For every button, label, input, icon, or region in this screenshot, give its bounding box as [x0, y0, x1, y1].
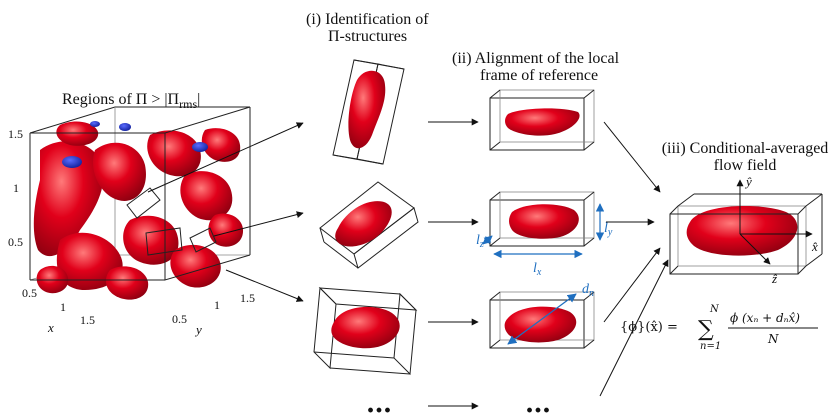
step2-line2: frame of reference — [480, 67, 599, 84]
z-tick: 1 — [13, 181, 19, 195]
step2-title: (ii) Alignment of the local frame of ref… — [452, 50, 619, 84]
sum-upper-limit: N — [709, 304, 720, 315]
structure-blob — [335, 201, 392, 247]
formula-lhs: {ϕ}(x̂) = — [620, 320, 678, 335]
step1-line1: (i) Identification of — [306, 11, 429, 28]
structure-blob — [56, 121, 99, 146]
x-axis-label: x — [47, 320, 54, 335]
lx-label: lx — [533, 261, 542, 278]
negative-structure — [119, 123, 131, 131]
selection-box — [126, 187, 161, 219]
step1-title: (i) Identification of Π-structures — [306, 11, 429, 45]
lz-label: lz — [476, 233, 484, 250]
structure-blob — [170, 244, 221, 288]
x-hat-label: x̂ — [811, 239, 818, 254]
sum-lower-limit: n=1 — [700, 341, 721, 352]
formula-denominator: N — [767, 332, 779, 346]
aligned-box-2: lx ly lz — [476, 191, 613, 278]
ellipsis-right: … — [525, 389, 551, 418]
y-axis-label: y — [194, 322, 202, 337]
averaged-structure — [686, 206, 798, 256]
averaging-formula: {ϕ}(x̂) = N ∑ n=1 ϕ (xₙ + dₙx̂) N — [620, 304, 818, 352]
sum-symbol: ∑ — [698, 317, 714, 342]
extraction-arrow — [147, 122, 304, 193]
structure-2-box — [319, 181, 419, 269]
selection-box — [189, 227, 217, 253]
structure-1-box — [332, 59, 405, 165]
y-hat-label: ŷ — [744, 174, 752, 189]
ly-label: ly — [604, 221, 613, 238]
step1-line2: Π-structures — [328, 28, 408, 45]
averaging-arrow — [603, 247, 661, 323]
y-tick: 1 — [214, 298, 220, 312]
formula-numerator: ϕ (xₙ + dₙx̂) — [730, 311, 800, 325]
domain-cube: 1.5 1 0.5 0.5 1 1.5 0.5 1 1.5 x y — [8, 106, 255, 337]
x-tick: 1.5 — [80, 313, 95, 327]
cube-structures — [33, 121, 244, 300]
averaged-field-box: x̂ ŷ ẑ — [669, 174, 823, 286]
structure-blob — [147, 130, 201, 177]
structure-blob — [33, 141, 104, 257]
step3-line1: (iii) Conditional-averaged — [661, 140, 829, 157]
structure-blob — [105, 266, 149, 300]
x-tick: 0.5 — [22, 286, 37, 300]
step3-line2: flow field — [713, 157, 777, 174]
averaging-arrow — [599, 259, 669, 397]
structure-blob — [348, 70, 386, 149]
regions-end: | — [197, 91, 201, 108]
selection-box — [145, 227, 183, 256]
negative-structure — [90, 121, 100, 127]
step3-title: (iii) Conditional-averaged flow field — [655, 140, 831, 174]
extraction-arrow — [213, 211, 304, 237]
y-tick: 1.5 — [240, 291, 255, 305]
structure-blob — [123, 215, 179, 265]
z-hat-axis — [739, 233, 771, 265]
regions-text: Regions of Π > |Π — [62, 91, 180, 108]
extraction-arrow — [225, 269, 304, 302]
aligned-box-3: dn — [489, 282, 595, 349]
y-tick: 0.5 — [172, 312, 187, 326]
dn-displacement-arrow — [507, 293, 577, 345]
structure-blob — [208, 213, 244, 247]
structure-blob — [180, 171, 233, 221]
dn-label: dn — [582, 282, 594, 299]
ellipsis-left: … — [366, 389, 392, 418]
lz-dimension-arrow — [482, 235, 493, 245]
structure-blob — [201, 128, 241, 162]
structure-blob — [505, 108, 580, 136]
negative-structure — [192, 142, 208, 152]
x-tick: 1 — [60, 300, 66, 314]
regions-subscript: rms — [179, 97, 198, 112]
z-tick: 1.5 — [8, 127, 23, 141]
structure-3-box — [313, 286, 418, 376]
structure-blob — [331, 306, 400, 349]
regions-label: Regions of Π > |Πrms| — [62, 91, 200, 113]
averaging-arrow — [603, 121, 661, 193]
z-hat-label: ẑ — [771, 271, 778, 286]
structure-blob — [504, 306, 577, 343]
structure-blob — [92, 142, 146, 201]
structure-blob — [56, 232, 123, 290]
negative-structure — [62, 156, 82, 168]
step2-line1: (ii) Alignment of the local — [452, 50, 620, 67]
z-tick: 0.5 — [8, 235, 23, 249]
aligned-box-1 — [489, 89, 595, 151]
structure-blob — [509, 204, 579, 239]
